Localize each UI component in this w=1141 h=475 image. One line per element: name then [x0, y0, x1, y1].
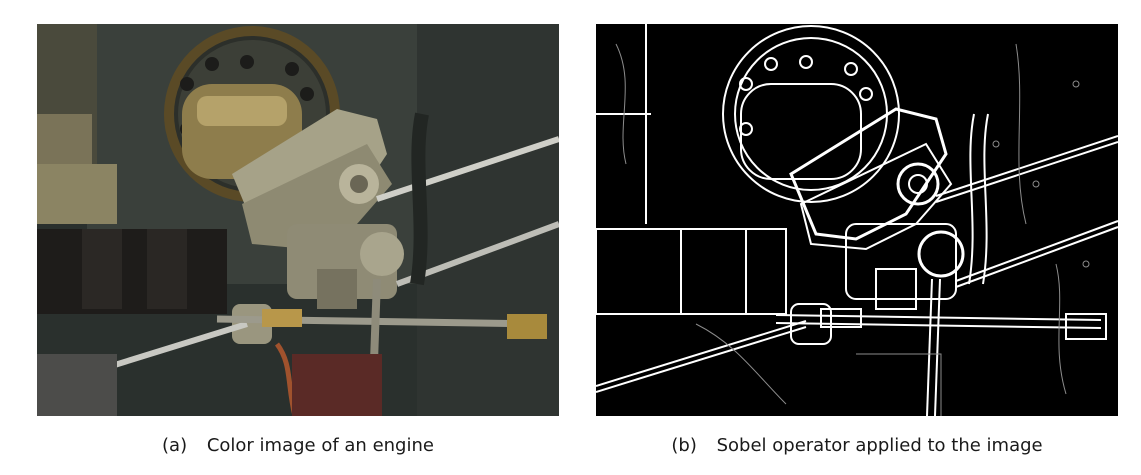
caption-a: (a) Color image of an engine: [37, 432, 559, 460]
caption-b-tag: (b): [671, 435, 697, 456]
caption-a-tag: (a): [162, 435, 188, 456]
engine-photo: [37, 24, 559, 416]
caption-b-text: Sobel operator applied to the image: [716, 435, 1043, 456]
sobel-edge-image: [596, 24, 1118, 416]
caption-a-text: Color image of an engine: [206, 435, 434, 456]
caption-b: (b) Sobel operator applied to the image: [596, 432, 1118, 460]
engine-photo-graphic: [37, 24, 559, 416]
sobel-edge-graphic: [596, 24, 1118, 416]
